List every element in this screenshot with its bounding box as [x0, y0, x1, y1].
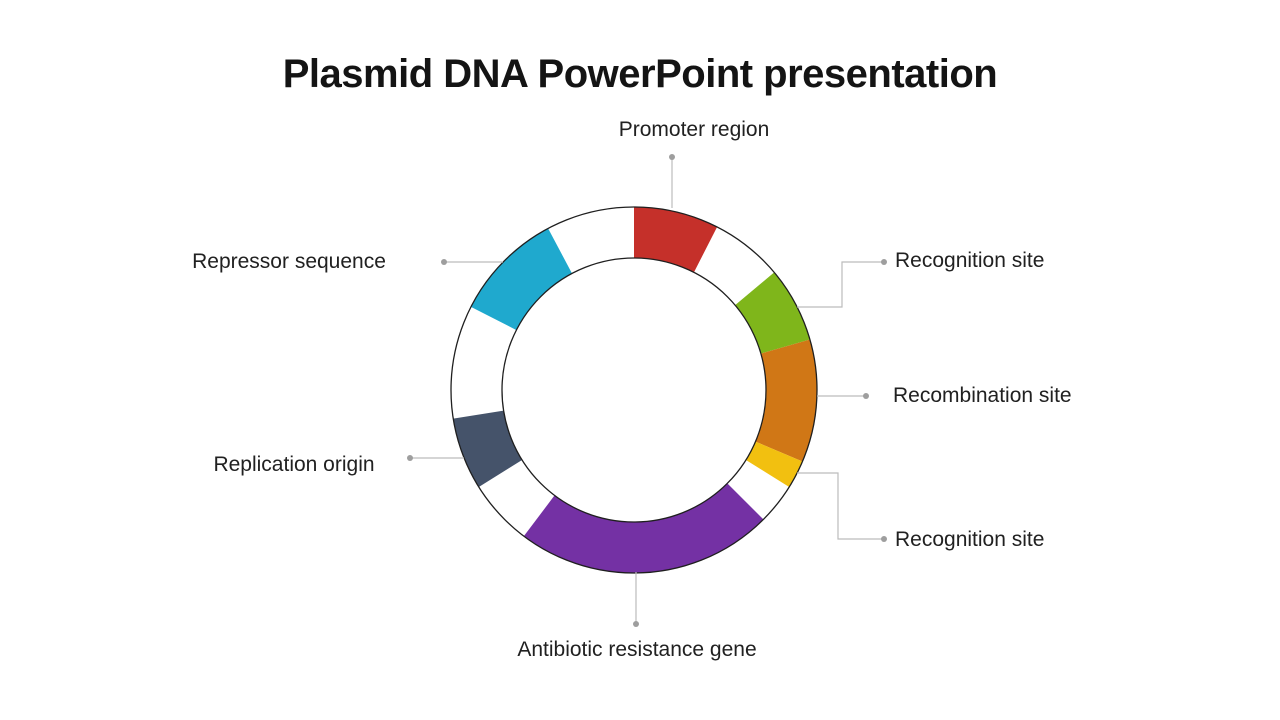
leader-dot-repressor-sequence	[441, 259, 447, 265]
label-promoter-region: Promoter region	[618, 118, 770, 141]
ring-outer-outline	[450, 206, 818, 574]
segment-recognition-site-2	[745, 441, 803, 487]
leader-dot-recognition-site-1	[881, 259, 887, 265]
leader-dot-antibiotic-resistance-gene	[633, 621, 639, 627]
segment-replication-origin	[453, 410, 523, 487]
segment-recombination-site	[755, 339, 817, 462]
leader-recognition-site-2	[797, 472, 884, 540]
leader-dot-replication-origin	[407, 455, 413, 461]
leader-dot-recombination-site	[863, 393, 869, 399]
label-recognition-site-bottom: Recognition site	[895, 528, 1045, 551]
slide-title: Plasmid DNA PowerPoint presentation	[282, 52, 998, 96]
label-recognition-site-top: Recognition site	[895, 249, 1045, 272]
segment-recognition-site-1	[735, 272, 810, 354]
segment-repressor-sequence	[470, 228, 573, 331]
label-recombination-site: Recombination site	[893, 384, 1072, 407]
leader-dot-recognition-site-2	[881, 536, 887, 542]
segment-promoter-region	[634, 207, 718, 273]
label-antibiotic-resistance-gene: Antibiotic resistance gene	[517, 638, 757, 661]
label-repressor-sequence: Repressor sequence	[192, 250, 386, 273]
ring-inner-outline	[501, 257, 767, 523]
segment-antibiotic-resistance-gene	[523, 483, 764, 573]
label-replication-origin: Replication origin	[213, 453, 375, 476]
leader-dot-promoter-region	[669, 154, 675, 160]
leader-recognition-site-1	[797, 261, 884, 308]
